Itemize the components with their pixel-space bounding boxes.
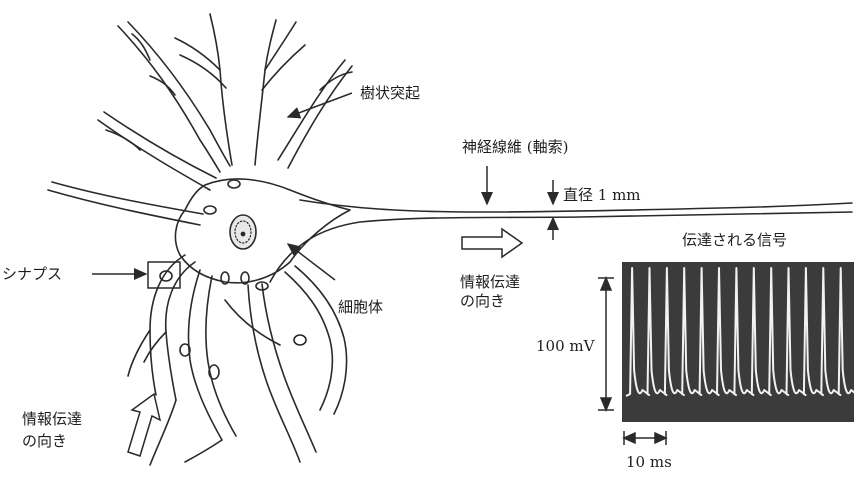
signal-label: 伝達される信号 <box>682 231 787 249</box>
voltage-scale-label: 100 mV <box>536 337 596 355</box>
synapse-label: シナプス <box>2 265 62 283</box>
soma-pointer <box>288 244 335 280</box>
label-pointers <box>92 93 553 280</box>
direction-right-label-line2: の向き <box>460 292 505 310</box>
diameter-label: 直径 1 mm <box>563 186 641 204</box>
time-scale-bar <box>624 431 666 445</box>
dendrite-label: 樹状突起 <box>360 84 420 102</box>
signal-panel <box>622 262 854 422</box>
direction-left-label-line1: 情報伝達 <box>22 410 82 428</box>
axon-label: 神経線維 (軸索) <box>462 138 568 156</box>
soma-outline <box>175 179 350 283</box>
direction-arrow-right <box>462 229 522 257</box>
time-scale-label: 10 ms <box>626 453 672 471</box>
direction-right-label-line1: 情報伝達 <box>460 273 520 291</box>
direction-left-label-line2: の向き <box>22 432 67 450</box>
direction-arrow-left <box>128 394 160 456</box>
voltage-scale-bar <box>598 278 614 410</box>
lower-dendrites <box>128 255 347 465</box>
dendrite-pointer <box>288 93 352 117</box>
soma-label: 細胞体 <box>338 298 383 316</box>
dendrite-branches <box>48 14 352 290</box>
